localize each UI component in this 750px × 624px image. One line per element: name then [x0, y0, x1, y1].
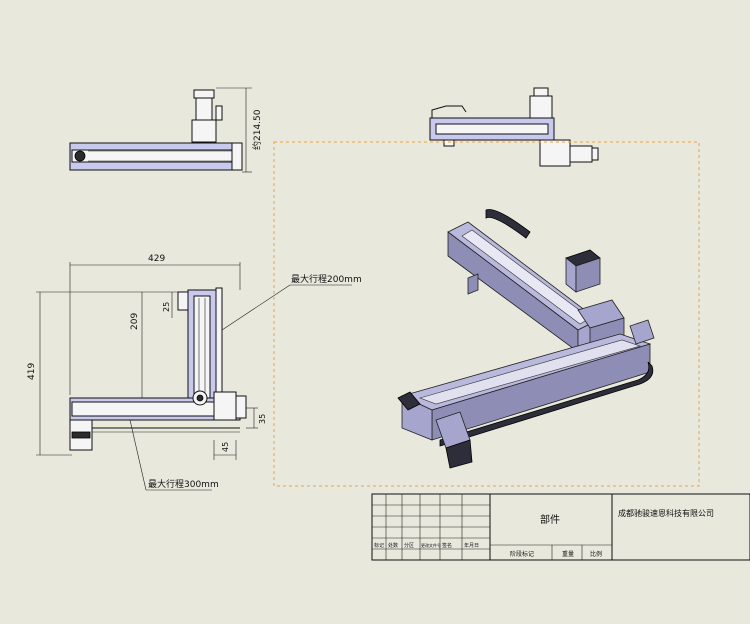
front-view: 429 419 209 25 35	[27, 254, 362, 491]
top-view: 约214.50	[69, 87, 263, 173]
front-dim-35-label: 35	[258, 414, 267, 424]
title-part-label: 部件	[540, 513, 560, 526]
side-view-cable	[431, 105, 467, 118]
title-bottom-cell-2: 重量	[562, 550, 574, 558]
top-view-carriage	[191, 119, 217, 143]
title-row-cell-3: 分区	[404, 542, 414, 549]
front-dim-height-label: 419	[27, 363, 37, 380]
front-dim-25-label: 25	[162, 302, 171, 312]
title-row-cell-6: 年月日	[464, 542, 479, 549]
leader-horizontal-stroke	[129, 419, 147, 491]
iso-belt	[439, 361, 654, 447]
iso-cable-chain	[485, 209, 531, 239]
top-view-rail-inner	[71, 149, 238, 163]
front-dim-45-label: 45	[221, 442, 230, 452]
iso-view-frame	[273, 141, 700, 487]
note-vertical-stroke: 最大行程200mm	[291, 273, 362, 285]
side-view	[429, 87, 599, 167]
title-company: 成都驰骏速恩科技有限公司	[618, 508, 714, 518]
title-row-cell-1: 标记	[374, 542, 384, 549]
front-dim-width-label: 429	[148, 254, 165, 264]
title-row-cell-4: 更改文件号	[421, 542, 441, 548]
top-view-motor	[195, 95, 213, 121]
title-row-cell-2: 处数	[388, 542, 398, 549]
top-view-pulley	[74, 150, 86, 162]
iso-view	[273, 141, 700, 487]
front-carriage-block	[213, 391, 237, 421]
note-horizontal-stroke: 最大行程300mm	[148, 478, 219, 490]
top-view-dim-label: 约214.50	[251, 109, 263, 150]
side-view-block	[539, 139, 571, 167]
title-bottom-cell-1: 阶段标记	[510, 550, 534, 558]
side-view-motor	[529, 95, 553, 119]
leader-vertical-stroke	[221, 284, 291, 331]
front-dim-209-label: 209	[130, 313, 140, 330]
title-row-cell-5: 签名	[442, 542, 452, 549]
title-bottom-cell-3: 比例	[590, 550, 602, 558]
title-block: 标记 处数 分区 更改文件号 签名 年月日 部件 阶段标记 重量 比例 成都驰骏…	[371, 493, 750, 561]
